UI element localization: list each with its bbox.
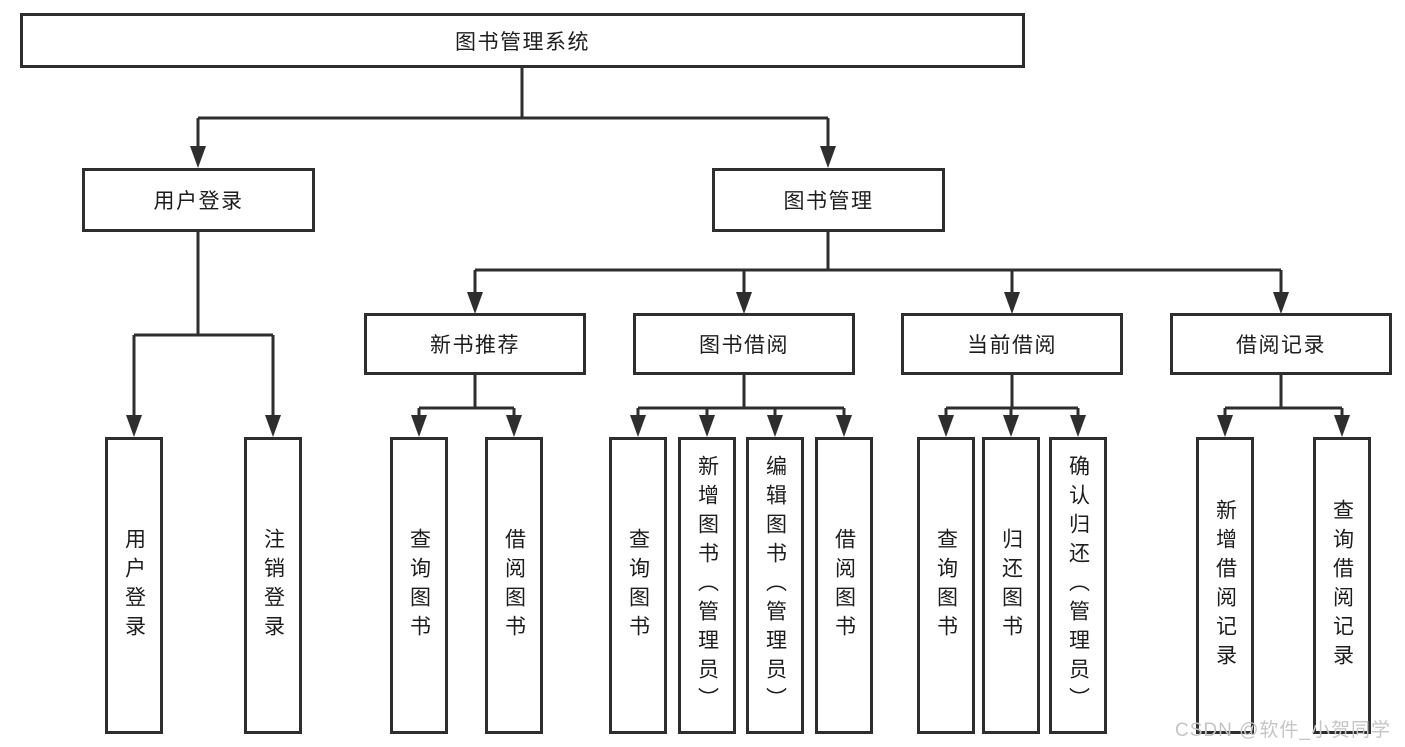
node-bb-edit-books-admin-label: 编辑图书（管理员） [763,455,787,716]
node-br-add-record-label: 新增借阅记录 [1213,498,1237,673]
node-nbr-borrow-books-label: 借阅图书 [502,527,526,644]
node-bb-query-books: 查询图书 [609,437,667,734]
node-bb-borrow-books: 借阅图书 [815,437,873,734]
node-br-query-record: 查询借阅记录 [1313,437,1371,734]
node-br-add-record: 新增借阅记录 [1196,437,1254,734]
node-new-book-recommendation: 新书推荐 [364,313,586,375]
node-cb-query-books-label: 查询图书 [934,527,958,644]
node-current-borrowing: 当前借阅 [901,313,1123,375]
node-cb-query-books: 查询图书 [917,437,975,734]
node-nbr-query-books-label: 查询图书 [407,527,431,644]
node-book-borrowing: 图书借阅 [633,313,855,375]
node-book-management: 图书管理 [712,168,945,232]
node-book-management-label: 图书管理 [783,190,874,213]
node-br-query-record-label: 查询借阅记录 [1330,498,1354,673]
node-library-management-system-label: 图书管理系统 [455,30,590,54]
node-user-login-label: 用户登录 [153,190,244,213]
node-cb-confirm-return-admin: 确认归还（管理员） [1049,437,1107,734]
node-bb-add-books-admin-label: 新增图书（管理员） [695,455,719,716]
node-nbr-query-books: 查询图书 [390,437,448,734]
node-library-management-system: 图书管理系统 [20,13,1025,68]
node-bb-edit-books-admin: 编辑图书（管理员） [746,437,804,734]
arrowheads [126,146,1350,437]
node-user-login-action: 用户登录 [105,437,163,734]
node-new-book-recommendation-label: 新书推荐 [430,334,520,357]
node-nbr-borrow-books: 借阅图书 [485,437,543,734]
node-user-login-action-label: 用户登录 [122,527,146,644]
node-borrowing-records-label: 借阅记录 [1236,334,1326,357]
node-logout: 注销登录 [244,437,302,734]
node-borrowing-records: 借阅记录 [1170,313,1392,375]
node-current-borrowing-label: 当前借阅 [967,334,1057,357]
node-cb-confirm-return-admin-label: 确认归还（管理员） [1066,455,1090,716]
node-bb-add-books-admin: 新增图书（管理员） [678,437,736,734]
node-book-borrowing-label: 图书借阅 [699,334,789,357]
node-cb-return-books-label: 归还图书 [999,527,1023,644]
node-logout-label: 注销登录 [261,527,285,644]
node-cb-return-books: 归还图书 [982,437,1040,734]
csdn-watermark: CSDN @软件_小贺同学 [1175,720,1391,741]
node-bb-query-books-label: 查询图书 [626,527,650,644]
node-user-login: 用户登录 [82,168,315,232]
node-bb-borrow-books-label: 借阅图书 [832,527,856,644]
